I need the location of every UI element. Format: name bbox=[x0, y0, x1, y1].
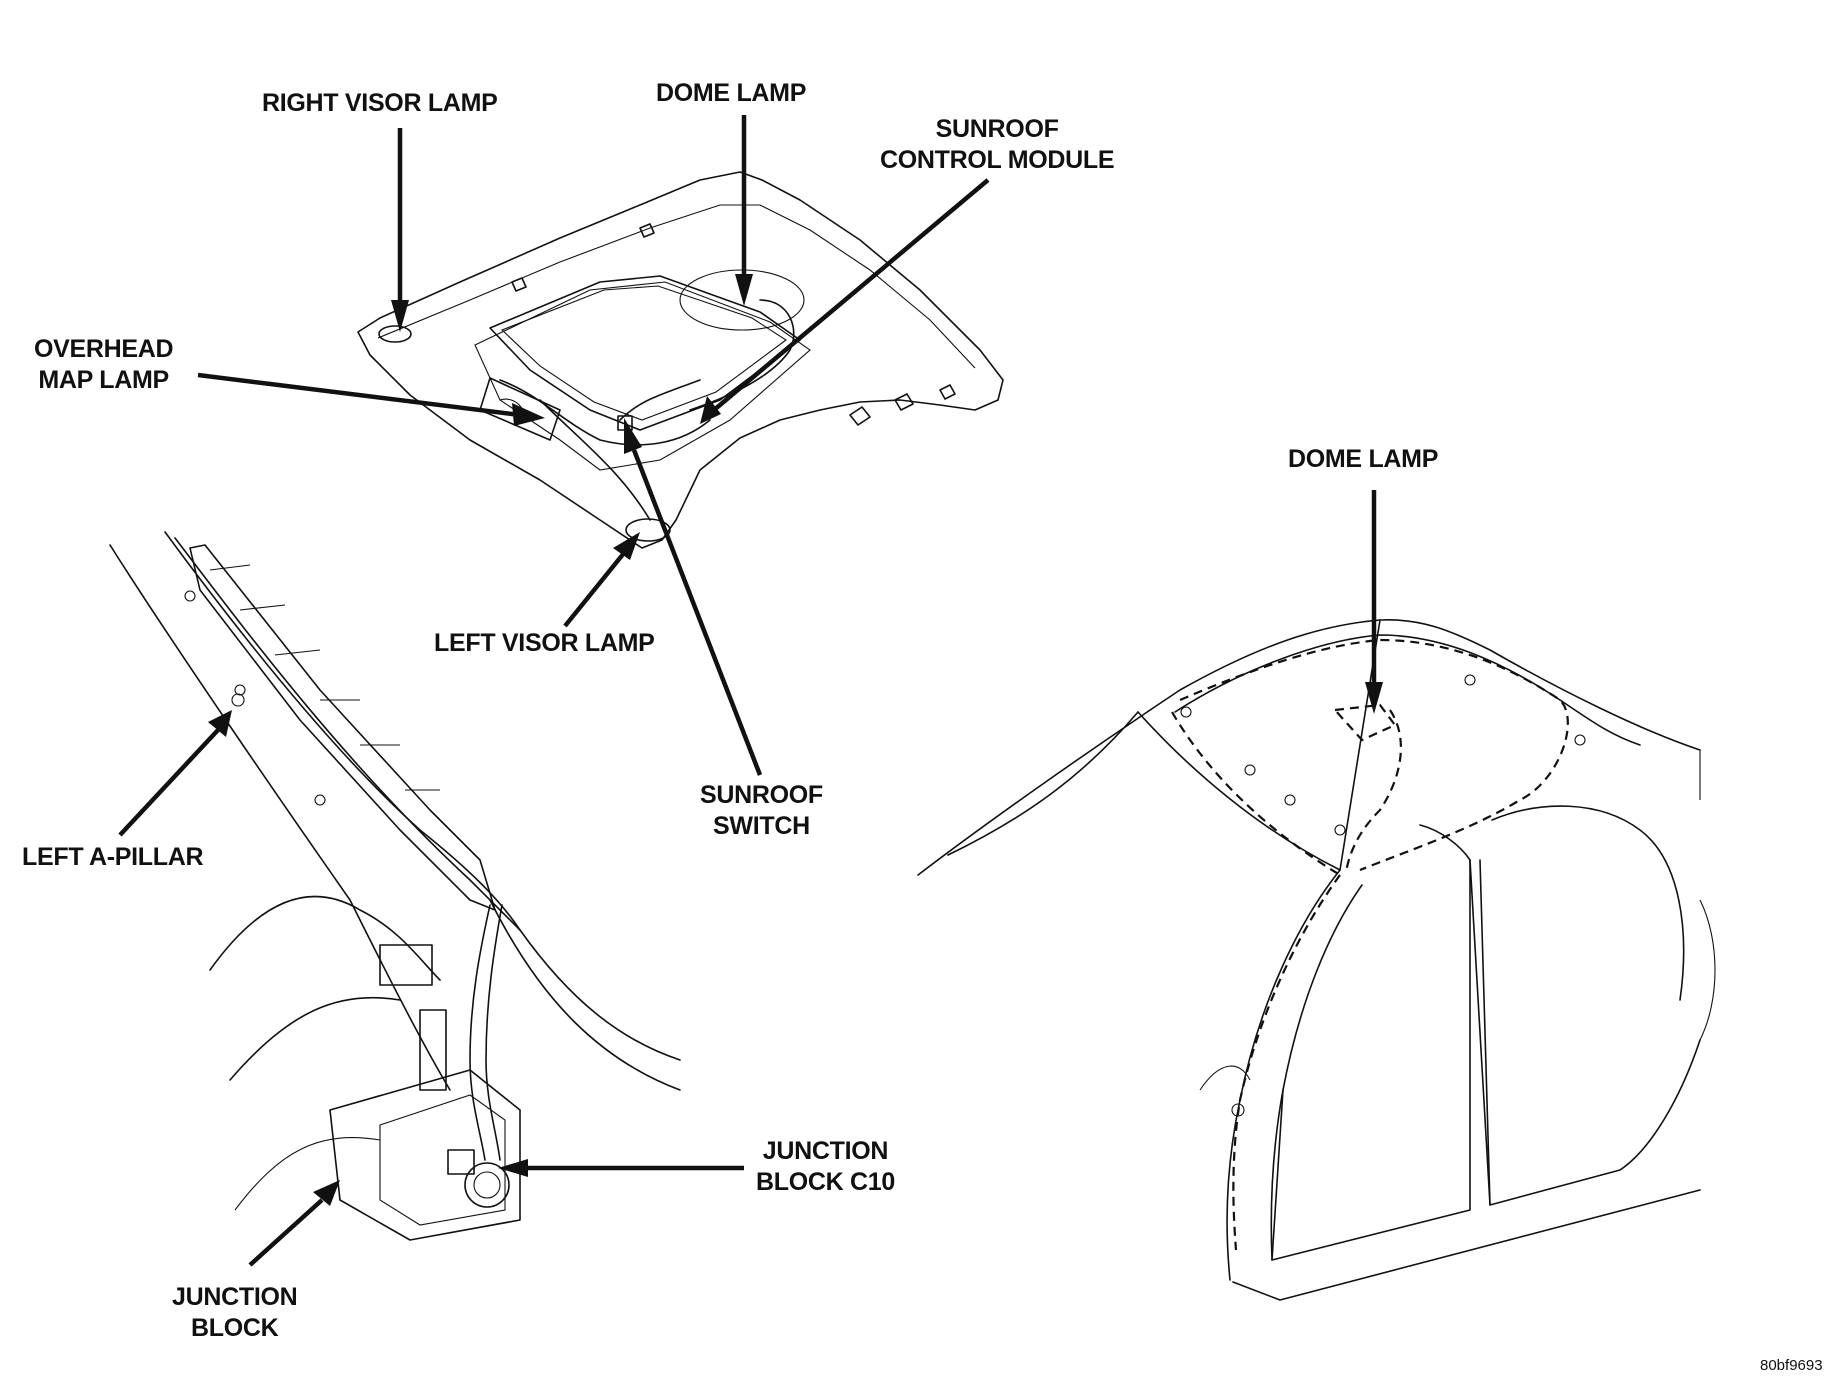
sunroof-control-module-line-2: CONTROL MODULE bbox=[880, 146, 1115, 174]
left-visor-lamp-label: LEFT VISOR LAMP bbox=[434, 629, 655, 657]
overhead-map-lamp-line-1: OVERHEAD bbox=[34, 335, 174, 363]
sunroof-switch-label: SUNROOF SWITCH bbox=[700, 780, 823, 842]
sunroof-switch-line-1: SUNROOF bbox=[700, 781, 823, 809]
dome-lamp-top-label: DOME LAMP bbox=[656, 79, 807, 107]
junction-block-c10-label: JUNCTION BLOCK C10 bbox=[756, 1136, 895, 1198]
junction-block-line-1: JUNCTION bbox=[172, 1283, 298, 1311]
headliner-illustration bbox=[357, 171, 1004, 549]
junction-block-label: JUNCTION BLOCK bbox=[172, 1282, 298, 1344]
vehicle-body-illustration bbox=[917, 618, 1716, 1301]
junction-block-c10-line-2: BLOCK C10 bbox=[756, 1168, 895, 1196]
right-visor-lamp-label: RIGHT VISOR LAMP bbox=[262, 89, 498, 117]
leader-arrows bbox=[118, 115, 1383, 1267]
a-pillar-illustration bbox=[109, 531, 681, 1241]
left-a-pillar-label: LEFT A-PILLAR bbox=[22, 843, 204, 871]
dome-lamp-right-label: DOME LAMP bbox=[1288, 445, 1439, 473]
sunroof-control-module-line-1: SUNROOF bbox=[935, 115, 1059, 143]
overhead-map-lamp-line-2: MAP LAMP bbox=[38, 366, 169, 394]
figure-code: 80bf9693 bbox=[1760, 1357, 1823, 1374]
junction-block-line-2: BLOCK bbox=[191, 1314, 279, 1342]
junction-block-c10-line-1: JUNCTION bbox=[762, 1137, 889, 1165]
overhead-map-lamp-label: OVERHEAD MAP LAMP bbox=[34, 334, 174, 396]
sunroof-switch-line-2: SWITCH bbox=[713, 812, 810, 840]
sunroof-control-module-label: SUNROOF CONTROL MODULE bbox=[880, 114, 1115, 176]
